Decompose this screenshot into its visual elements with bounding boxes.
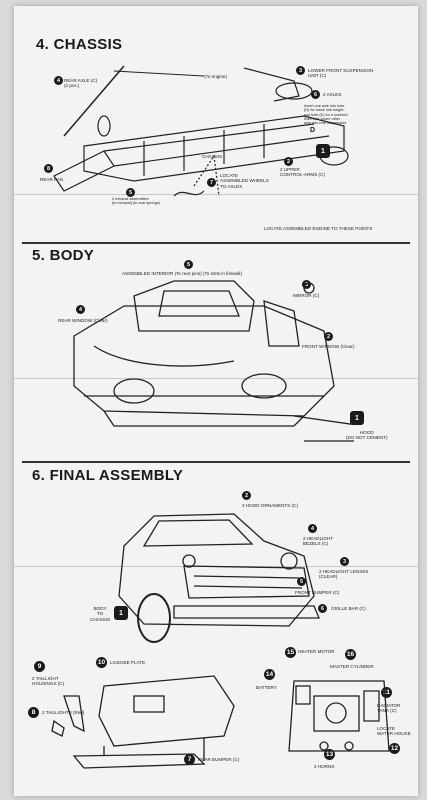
label-locate-engine: LOCATE ASSEMBLED ENGINE TO THESE POINTS <box>264 226 373 231</box>
step-number-7: 7 <box>184 754 195 765</box>
label-hood: HOOD (DO NOT CEMENT) <box>346 430 388 441</box>
step-number-6: 6 <box>311 90 320 99</box>
label-body-to-chassis: BODY TO CHASSIS <box>90 606 111 622</box>
step-number-3: 3 <box>296 66 305 75</box>
fold-line <box>14 378 418 379</box>
rear-assembly-illustration <box>51 675 235 769</box>
label-chassis: CHASSIS <box>202 154 223 159</box>
label-front-window: FRONT WINDOW (Clear) <box>302 344 355 349</box>
instruction-sheet: 4. CHASSIS REAR AXLE (C) (2 pcs.) 4 (To … <box>14 6 418 796</box>
label-rear-axle: REAR AXLE (C) (2 pcs.) <box>64 78 98 89</box>
label-radiator-tank: RADIATOR TANK (C) <box>377 703 401 714</box>
step-number-4: 4 <box>54 76 63 85</box>
label-locate-water-house: LOCATE WATER HOUSE <box>377 726 411 737</box>
step-number-5: 5 <box>126 188 135 197</box>
label-heater-motor: HEATER MOTOR <box>298 649 335 654</box>
section-title-final-assembly: 6. FINAL ASSEMBLY <box>32 467 184 484</box>
step-number-2: 2 <box>324 332 333 341</box>
label-axles: 2 AXLES <box>323 92 342 97</box>
label-axle-note: Insert one axle into hole (D) for stock … <box>304 104 348 126</box>
section-divider <box>22 461 410 463</box>
step-number-5: 5 <box>297 577 306 586</box>
label-battery: BATTERY <box>256 685 277 690</box>
section-title-body: 5. BODY <box>32 247 95 264</box>
step-number-2: 2 <box>284 157 293 166</box>
section-divider <box>22 242 410 244</box>
step-number-16: 16 <box>345 649 356 660</box>
chassis-illustration <box>53 65 349 197</box>
label-hood-ornaments: 2 HOOD ORNAMENTS (C) <box>242 503 298 508</box>
step-number-9: 9 <box>34 661 45 672</box>
step-number-12: 12 <box>389 743 400 754</box>
label-taillight-housings: 2 TAILLIGHT HOUSINGS (C) <box>32 676 65 687</box>
step-number-13: 13 <box>324 749 335 760</box>
label-letter-d: D <box>310 127 316 134</box>
step-number-2: 2 <box>242 491 251 500</box>
fold-line <box>14 194 418 195</box>
step-number-7: 7 <box>207 178 216 187</box>
label-taillights: 2 TAILLIGHTS (Red) <box>42 710 85 715</box>
step-number-4: 4 <box>76 305 85 314</box>
label-to-engine: (To engine) <box>204 74 227 79</box>
step-marker-1: 1 <box>114 606 128 620</box>
body-illustration <box>73 280 354 442</box>
label-rear-bumper: REAR BUMPER (C) <box>198 757 240 762</box>
step-number-11: 11 <box>381 687 392 698</box>
label-license-plate: LICENSE PLATE <box>110 660 146 665</box>
label-front-bumper: FRONT BUMPER (C) <box>295 590 340 595</box>
final-car-illustration <box>118 513 320 643</box>
section-title-chassis: 4. CHASSIS <box>36 36 123 53</box>
label-lower-front-suspension: LOWER FRONT SUSPENSION UNIT (C) <box>308 68 374 79</box>
step-number-4: 4 <box>308 524 317 533</box>
step-number-8: 8 <box>44 164 53 173</box>
label-mirror: MIRROR (C) <box>293 293 320 298</box>
label-assembled-interior: ASSEMBLED INTERIOR (To rear pins) (To sl… <box>122 271 242 276</box>
label-upper-control-arms: 2 UPPER CONTROL-ARMS (C) <box>280 167 325 178</box>
step-number-15: 15 <box>285 647 296 658</box>
engine-bay-illustration <box>288 680 390 752</box>
label-rear-pan: REAR PAN <box>40 177 64 182</box>
label-master-cylinder: MASTER CYLINDER <box>330 664 374 669</box>
step-marker-1: 1 <box>316 144 330 158</box>
step-marker-1: 1 <box>350 411 364 425</box>
label-headlight-bezels: 2 HEADLIGHT BEZELS (C) <box>303 536 334 547</box>
label-locate-wheels: LOCATE ASSEMBLED WHEELS TO AXLES <box>220 173 269 189</box>
step-number-8: 8 <box>28 707 39 718</box>
label-headlight-lenses: 2 HEADLIGHT LENSES (CLEAR) <box>319 569 369 580</box>
step-number-6: 6 <box>318 604 327 613</box>
label-horns: 2 HORNS <box>314 764 335 769</box>
step-number-3: 3 <box>302 280 311 289</box>
step-number-10: 10 <box>96 657 107 668</box>
step-number-14: 14 <box>264 669 275 680</box>
label-grille-bar: GRILLE BAR (C) <box>331 606 366 611</box>
label-rear-window: REAR WINDOW (Clear) <box>58 318 108 323</box>
step-number-5: 5 <box>184 260 193 269</box>
label-exhaust: 2 exhaust assemblies (to exhaust) (to re… <box>112 197 160 206</box>
step-number-3: 3 <box>340 557 349 566</box>
